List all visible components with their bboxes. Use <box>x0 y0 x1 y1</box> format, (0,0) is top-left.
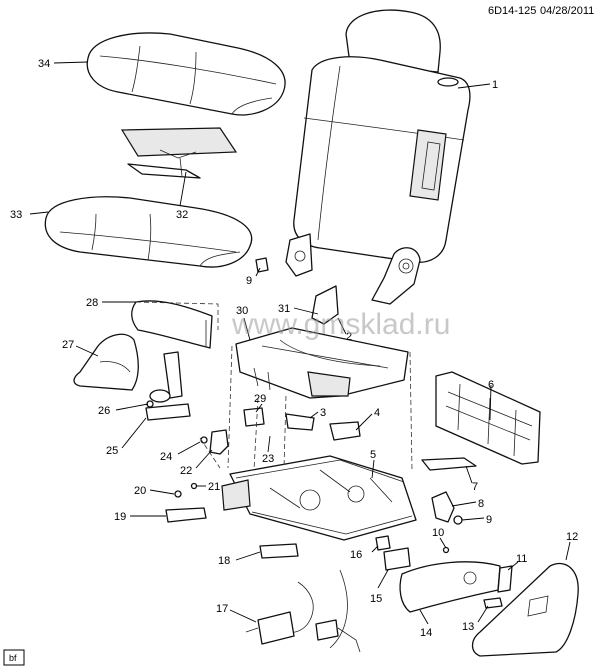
callout-18[interactable]: 18 <box>218 555 230 567</box>
callout-24[interactable]: 24 <box>160 451 172 463</box>
part-cover-4[interactable] <box>329 421 361 441</box>
callout-20[interactable]: 20 <box>134 485 146 497</box>
callout-8[interactable]: 8 <box>478 498 484 510</box>
part-bracket-29[interactable] <box>243 407 265 427</box>
callout-22[interactable]: 22 <box>180 465 192 477</box>
callout-28[interactable]: 28 <box>86 297 98 309</box>
part-nut-9-right <box>453 515 463 525</box>
part-seat-adjuster[interactable] <box>221 455 417 541</box>
leader-lines <box>29 61 571 625</box>
part-handle-19[interactable] <box>165 507 207 523</box>
callout-13[interactable]: 13 <box>462 621 474 633</box>
corner-badge: bf <box>3 649 25 666</box>
part-bolt-20 <box>174 490 182 498</box>
callout-32[interactable]: 32 <box>176 209 188 221</box>
part-bolt-24 <box>200 436 208 444</box>
watermark-text: www.gmsklad.ru <box>231 308 450 341</box>
callout-9b[interactable]: 9 <box>486 514 492 526</box>
part-seatback[interactable] <box>293 9 471 263</box>
part-screw-10 <box>442 546 450 554</box>
callout-2[interactable]: 2 <box>346 331 352 343</box>
callout-26[interactable]: 26 <box>98 405 110 417</box>
part-bracket-7[interactable] <box>421 457 477 471</box>
callout-6[interactable]: 6 <box>488 379 494 391</box>
callout-10[interactable]: 10 <box>432 527 444 539</box>
callout-34[interactable]: 34 <box>38 58 50 70</box>
callout-9a[interactable]: 9 <box>246 275 252 287</box>
callout-21[interactable]: 21 <box>208 481 220 493</box>
callout-5[interactable]: 5 <box>370 449 376 461</box>
callout-1[interactable]: 1 <box>492 79 498 91</box>
part-wiring-harness[interactable] <box>245 569 361 653</box>
part-recliner-bracket-right <box>371 247 421 305</box>
part-bracket-22[interactable] <box>209 429 229 455</box>
badge-label: bf <box>9 653 17 663</box>
callout-25[interactable]: 25 <box>106 445 118 457</box>
callout-33[interactable]: 33 <box>10 209 22 221</box>
part-knob-11[interactable] <box>497 565 513 593</box>
part-knob-13[interactable] <box>483 597 503 609</box>
part-handle-18[interactable] <box>259 543 299 559</box>
callout-11[interactable]: 11 <box>516 553 527 565</box>
callout-30[interactable]: 30 <box>236 305 248 317</box>
part-cover-8[interactable] <box>431 491 455 523</box>
part-side-shield[interactable] <box>399 561 501 613</box>
part-bolt-9-left <box>255 257 269 273</box>
part-cushion-cover[interactable] <box>86 32 286 116</box>
part-bracket-31[interactable] <box>311 285 339 325</box>
part-recliner-bracket-left <box>285 233 313 277</box>
callout-23[interactable]: 23 <box>262 453 274 465</box>
part-cushion-pad[interactable] <box>44 196 253 268</box>
part-bolt-21 <box>190 482 198 490</box>
part-switch-15[interactable] <box>383 547 411 571</box>
part-connector-16[interactable] <box>375 535 391 551</box>
part-bracket-3[interactable] <box>285 413 315 431</box>
part-side-trim-left[interactable] <box>73 333 139 391</box>
part-back-panel[interactable] <box>435 371 541 465</box>
callout-27[interactable]: 27 <box>62 339 74 351</box>
callout-4[interactable]: 4 <box>374 407 380 419</box>
part-front-trim[interactable] <box>131 300 213 349</box>
part-buckle[interactable] <box>145 351 191 421</box>
callout-16[interactable]: 16 <box>350 549 362 561</box>
part-side-trim-right[interactable] <box>471 562 579 657</box>
callout-29[interactable]: 29 <box>254 393 266 405</box>
callout-labels: 34 1 32 33 9 28 30 31 2 27 26 25 29 3 4 … <box>10 58 578 639</box>
callout-17[interactable]: 17 <box>216 603 228 615</box>
callout-12[interactable]: 12 <box>566 531 578 543</box>
part-seat-pan[interactable] <box>235 327 409 399</box>
callout-31[interactable]: 31 <box>278 303 290 315</box>
callout-3[interactable]: 3 <box>320 407 326 419</box>
part-heater-pad[interactable] <box>120 127 238 179</box>
callout-7[interactable]: 7 <box>472 481 478 493</box>
diagram-date: 04/28/2011 <box>540 5 594 17</box>
diagram-code: 6D14-125 <box>488 5 536 17</box>
callout-15[interactable]: 15 <box>370 593 382 605</box>
callout-14[interactable]: 14 <box>420 627 432 639</box>
callout-19[interactable]: 19 <box>114 511 126 523</box>
